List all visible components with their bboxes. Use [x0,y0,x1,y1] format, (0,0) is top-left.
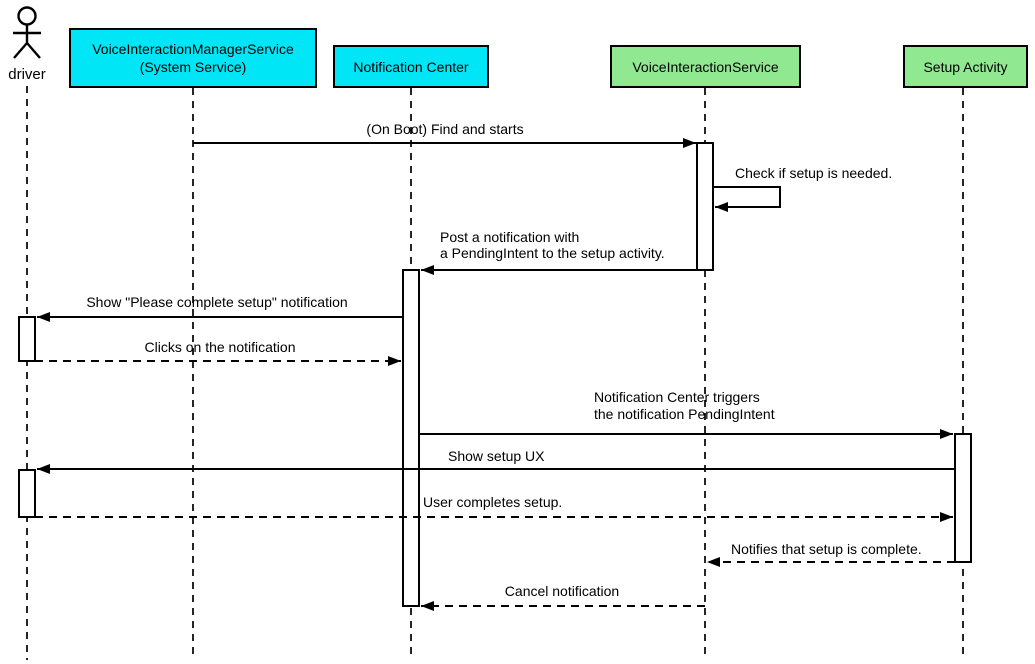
message-label-notifies-setup-complete: Notifies that setup is complete. [731,541,922,557]
message-label-clicks-on-notification: Clicks on the notification [144,339,296,355]
arrow-check-if-setup-needed [714,186,781,212]
activation-bar-driver-1 [18,316,36,362]
participant-label: VoiceInteractionService [632,58,779,75]
participant-driver[interactable]: driver [0,0,54,83]
participant-setup-activity[interactable]: Setup Activity [903,45,1028,88]
message-label-triggers-pendingintent: Notification Center triggers the notific… [594,389,775,422]
actor-driver-label: driver [8,66,46,83]
activation-bar-setup-activity [954,433,972,563]
actor-icon [13,6,41,59]
activation-bar-notification-center [402,269,420,607]
message-label-post-notification: Post a notification with a PendingIntent… [440,229,665,261]
message-label-show-please-complete-setup: Show "Please complete setup" notificatio… [86,294,348,310]
message-label-show-setup-ux: Show setup UX [448,448,545,464]
participant-notification-center[interactable]: Notification Center [333,45,489,88]
participant-label: Setup Activity [923,58,1008,75]
participant-voice-interaction-manager-service[interactable]: VoiceInteractionManagerService (System S… [69,28,317,88]
message-label-on-boot-find-and-starts: (On Boot) Find and starts [366,121,524,137]
message-label-cancel-notification: Cancel notification [504,583,620,599]
message-label-user-completes-setup: User completes setup. [423,494,563,510]
message-label-check-if-setup-needed: Check if setup is needed. [735,165,893,181]
participant-label: Notification Center [353,58,469,75]
participant-label: VoiceInteractionManagerService (System S… [92,41,294,75]
activation-bar-voice-interaction-service [696,142,714,271]
activation-bar-driver-2 [18,469,36,518]
participant-voice-interaction-service[interactable]: VoiceInteractionService [610,45,801,88]
